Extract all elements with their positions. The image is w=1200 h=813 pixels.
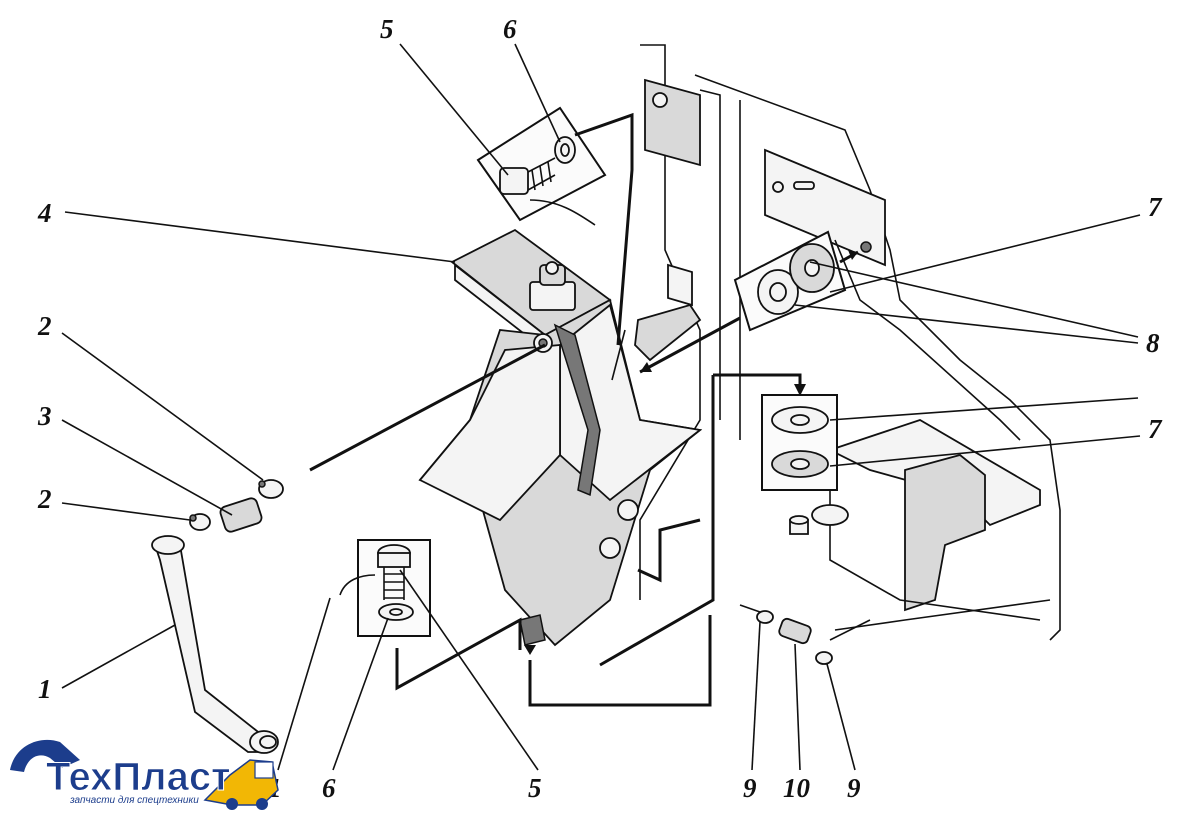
logo-wordmark: ТехПласт [46,755,231,799]
callout-4: 4 [37,198,52,228]
callout-5: 5 [528,773,542,803]
tank-assembly [309,228,703,647]
leader-lines [61,43,1141,771]
logo-tagline: запчасти для спецтехники [69,795,199,806]
techplast-logo: ТехПласт запчасти для спецтехники [10,739,279,810]
washer-set-upper [639,230,859,374]
callout-9: 9 [847,773,861,803]
callout-10: 10 [783,773,811,803]
clamp-assembly [739,604,871,665]
callout-8: 8 [1146,328,1160,358]
callout-7: 7 [1148,192,1163,222]
bolt-detail-bottom [339,518,712,707]
callout-6: 6 [322,773,336,803]
callout-3: 3 [37,401,52,431]
callout-9: 9 [743,773,757,803]
callout-1: 1 [38,674,52,704]
callout-6: 6 [503,14,517,44]
callout-7: 7 [1148,414,1163,444]
excavator-icon [10,739,279,810]
callout-5: 5 [380,14,394,44]
washer-set-lower [599,373,838,667]
callout-2: 2 [37,311,52,341]
machine-frame [634,44,1061,641]
bolt-detail-top [476,106,634,346]
callout-2: 2 [37,484,52,514]
hose-assembly [151,479,284,754]
